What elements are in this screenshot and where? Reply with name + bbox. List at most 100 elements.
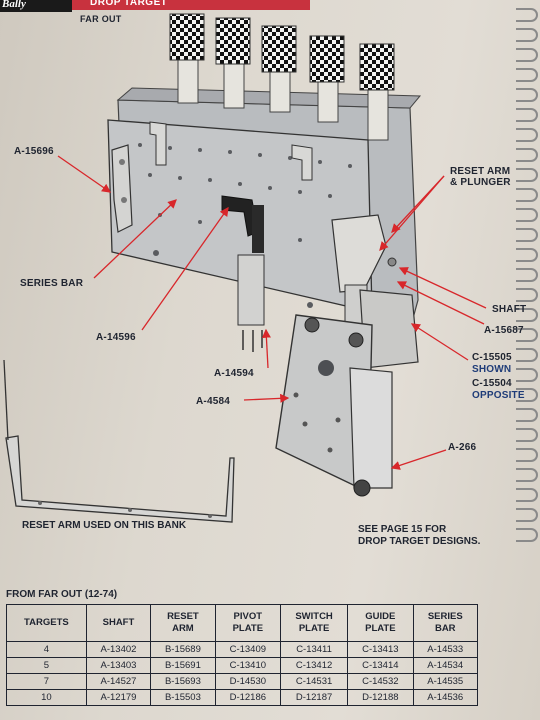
label-a266: A-266 — [448, 442, 477, 453]
target-face — [309, 35, 345, 83]
table-cell: C-13412 — [279, 657, 349, 674]
binding-ring — [516, 88, 538, 102]
section-title: DROP TARGET — [90, 0, 168, 8]
table-cell: D-12188 — [347, 689, 414, 706]
target-bracket — [149, 121, 167, 166]
table-cell: C-13409 — [214, 641, 282, 658]
binding-ring — [516, 68, 538, 82]
binding-ring — [516, 288, 538, 302]
table-cell: A-14536 — [412, 689, 479, 706]
col-header-targets: TARGETS — [6, 604, 87, 642]
page-subtitle: FAR OUT — [80, 14, 122, 24]
binding-ring — [516, 508, 538, 522]
table-cell: C-13414 — [347, 657, 414, 674]
binding-ring — [516, 488, 538, 502]
table-cell: C-13410 — [214, 657, 282, 674]
drop-target-assembly-drawing — [3, 13, 487, 523]
table-cell: B-15503 — [150, 689, 216, 706]
binding-ring — [516, 348, 538, 362]
mount-screw — [348, 332, 364, 348]
binding-ring — [516, 188, 538, 202]
coil-screw — [353, 479, 371, 497]
binding-ring — [516, 468, 538, 482]
table-title: FROM FAR OUT (12-74) — [6, 589, 118, 600]
binding-ring — [516, 148, 538, 162]
target-face — [169, 13, 205, 61]
leader-lines — [57, 155, 487, 470]
binding-ring — [516, 528, 538, 542]
label-opposite: OPPOSITE — [472, 390, 525, 401]
side-bracket — [111, 144, 133, 233]
shaft-pin — [387, 257, 397, 267]
brand-logo: Bally — [0, 0, 72, 12]
label-a14594: A-14594 — [214, 368, 254, 379]
col-header-shaft: SHAFT — [85, 604, 152, 642]
table-cell: 4 — [6, 641, 87, 658]
binding-ring — [516, 388, 538, 402]
binding-ring — [516, 168, 538, 182]
table-cell: 5 — [6, 657, 87, 674]
target-face — [261, 25, 297, 73]
binding-ring — [516, 28, 538, 42]
label-a4584: A-4584 — [196, 396, 230, 407]
target-face — [215, 17, 251, 65]
table-row: 5 A-13403 B-15691 C-13410 C-13412 C-1341… — [6, 657, 479, 674]
binding-ring — [516, 448, 538, 462]
target-stem — [269, 65, 291, 113]
target-face — [359, 43, 395, 91]
switch-stack — [237, 254, 265, 326]
binding-ring — [516, 428, 538, 442]
table-cell: A-14535 — [412, 673, 479, 690]
table-cell: A-13403 — [85, 657, 152, 674]
table-cell: B-15689 — [150, 641, 216, 658]
target-stem — [223, 61, 245, 109]
label-shaft: SHAFT — [492, 304, 527, 315]
brand-name: Bally — [2, 0, 26, 10]
table-cell: C-13413 — [347, 641, 414, 658]
table-row: 10 A-12179 B-15503 D-12186 D-12187 D-121… — [6, 689, 479, 706]
drop-targets — [169, 13, 395, 141]
table-cell: 10 — [6, 689, 87, 706]
mount-screw — [304, 317, 320, 333]
coil-hole — [318, 360, 334, 376]
table-cell: B-15691 — [150, 657, 216, 674]
table-cell: A-14527 — [85, 673, 152, 690]
series-bar-arm — [252, 205, 264, 253]
coil — [349, 367, 393, 489]
binding-ring — [516, 268, 538, 282]
table-row: 4 A-13402 B-15689 C-13409 C-13411 C-1341… — [6, 641, 479, 658]
table-cell: A-12179 — [85, 689, 152, 706]
reset-arm-detail — [3, 359, 235, 523]
target-bracket — [291, 144, 313, 181]
target-stem — [177, 57, 199, 104]
binding-ring — [516, 48, 538, 62]
label-a15687: A-15687 — [484, 325, 524, 336]
table-cell: C-14532 — [347, 673, 414, 690]
table-cell: D-12187 — [279, 689, 349, 706]
binding-ring — [516, 308, 538, 322]
spiral-binding — [516, 0, 540, 560]
table-cell: A-14534 — [412, 657, 479, 674]
binding-ring — [516, 208, 538, 222]
binding-ring — [516, 328, 538, 342]
see-page-note-line2: DROP TARGET DESIGNS. — [358, 536, 481, 547]
table-cell: D-14530 — [214, 673, 282, 690]
table-cell: 7 — [6, 673, 87, 690]
binding-ring — [516, 128, 538, 142]
binding-ring — [516, 8, 538, 22]
binding-ring — [516, 108, 538, 122]
header-bar — [0, 0, 310, 10]
table-cell: C-14531 — [279, 673, 349, 690]
label-c15504: C-15504 — [472, 378, 512, 389]
table-row: 7 A-14527 B-15693 D-14530 C-14531 C-1453… — [6, 673, 479, 690]
binding-ring — [516, 228, 538, 242]
label-a15696: A-15696 — [14, 146, 54, 157]
table-cell: B-15693 — [150, 673, 216, 690]
label-c15505: C-15505 — [472, 352, 512, 363]
label-a14596: A-14596 — [96, 332, 136, 343]
